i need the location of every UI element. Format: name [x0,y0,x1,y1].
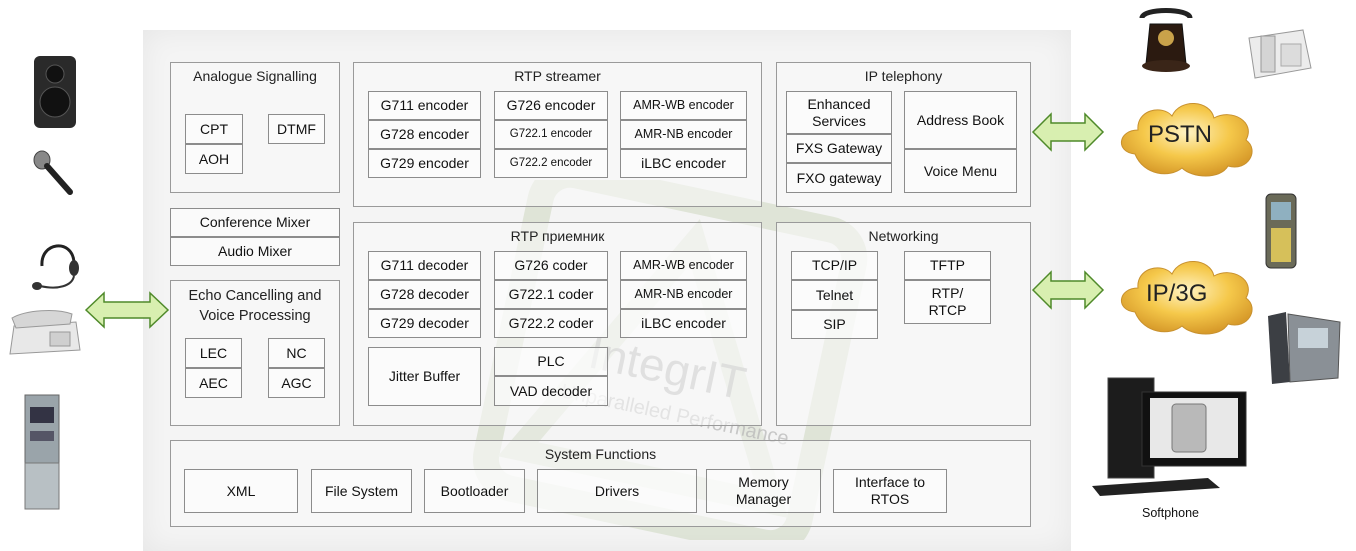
sip-block: SIP [791,310,878,339]
vintage-phone-icon [1139,8,1193,72]
bootloader-block: Bootloader [424,469,525,513]
amr-wb-encoder-block: AMR-WB encoder [620,91,747,120]
g729-encoder-block: G729 encoder [368,149,481,178]
conference-mixer-block: Conference Mixer [170,208,340,237]
ip-phone-icon [1268,312,1341,384]
office-phone-icon [1248,29,1312,79]
mobile-phone-icon [1265,193,1297,269]
enhanced-services-block: Enhanced Services [786,91,892,134]
networking-title: Networking [868,228,939,244]
ip3g-cloud [1121,261,1253,335]
fxo-gateway-block: FXO gateway [786,163,892,193]
atm-icon [24,394,60,510]
g728-decoder-block: G728 decoder [368,280,481,309]
aoh-block: AOH [185,144,243,174]
audio-mixer-block: Audio Mixer [170,237,340,266]
jitter-buffer-block: Jitter Buffer [368,347,481,406]
g726-coder-block: G726 coder [494,251,608,280]
amr-nb-encoder-block: AMR-NB encoder [620,120,747,149]
address-book-block: Address Book [904,91,1017,149]
plc-block: PLC [494,347,608,376]
rx-amr-nb-encoder-block: AMR-NB encoder [620,280,747,309]
headset-icon [32,244,79,290]
tcpip-block: TCP/IP [791,251,878,280]
analogue-signalling-group: Analogue Signalling CPT DTMF AOH [170,62,340,193]
g729-decoder-block: G729 decoder [368,309,481,338]
g711-decoder-block: G711 decoder [368,251,481,280]
microphone-icon [33,150,73,195]
ip-telephony-group: IP telephony Enhanced Services FXS Gatew… [776,62,1031,207]
pstn-double-arrow [1031,112,1105,152]
desk-phone-icon [9,310,81,355]
cpt-block: CPT [185,114,243,144]
lec-block: LEC [185,338,242,368]
g711-encoder-block: G711 encoder [368,91,481,120]
nc-block: NC [268,338,325,368]
voice-menu-block: Voice Menu [904,149,1017,193]
ip3g-label: IP/3G [1146,280,1208,307]
g722-1-encoder-block: G722.1 encoder [494,120,608,149]
file-system-block: File System [311,469,412,513]
system-functions-title: System Functions [544,446,657,462]
rtp-rtcp-block: RTP/ RTCP [904,280,991,324]
telnet-block: Telnet [791,280,878,310]
tftp-block: TFTP [904,251,991,280]
g726-encoder-block: G726 encoder [494,91,608,120]
interface-to-rtos-block: Interface to RTOS [833,469,947,513]
rx-amr-wb-encoder-block: AMR-WB encoder [620,251,747,280]
speaker-icon [34,56,76,128]
g722-2-coder-block: G722.2 coder [494,309,608,338]
system-functions-group: System Functions XML File System Bootloa… [170,440,1031,527]
rtp-streamer-group: RTP streamer G711 encoder G728 encoder G… [353,62,762,207]
networking-group: Networking TCP/IP Telnet SIP TFTP RTP/ R… [776,222,1031,426]
rx-ilbc-encoder-block: iLBC encoder [620,309,747,338]
left-double-arrow [84,291,170,329]
echo-cancelling-group: Echo Cancelling and Voice Processing LEC… [170,280,340,426]
memory-manager-block: Memory Manager [706,469,821,513]
rtp-receiver-group: RTP приемник G711 decoder G728 decoder G… [353,222,762,426]
rtp-streamer-title: RTP streamer [514,68,601,84]
xml-block: XML [184,469,298,513]
g722-2-encoder-block: G722.2 encoder [494,149,608,178]
analogue-signalling-title: Analogue Signalling [193,68,317,84]
vad-decoder-block: VAD decoder [494,376,608,406]
pstn-label: PSTN [1148,121,1213,148]
dtmf-block: DTMF [268,114,325,144]
computer-icon [1092,377,1247,496]
g728-encoder-block: G728 encoder [368,120,481,149]
ip-telephony-title: IP telephony [864,68,943,84]
agc-block: AGC [268,368,325,398]
pstn-cloud [1121,103,1253,177]
ilbc-encoder-block: iLBC encoder [620,149,747,178]
fxs-gateway-block: FXS Gateway [786,134,892,163]
softphone-caption: Softphone [1142,506,1199,520]
echo-cancelling-title: Echo Cancelling and Voice Processing [188,288,322,324]
aec-block: AEC [185,368,242,398]
rtp-receiver-title: RTP приемник [510,228,605,244]
drivers-block: Drivers [537,469,697,513]
ip3g-double-arrow [1031,270,1105,310]
g722-1-coder-block: G722.1 coder [494,280,608,309]
